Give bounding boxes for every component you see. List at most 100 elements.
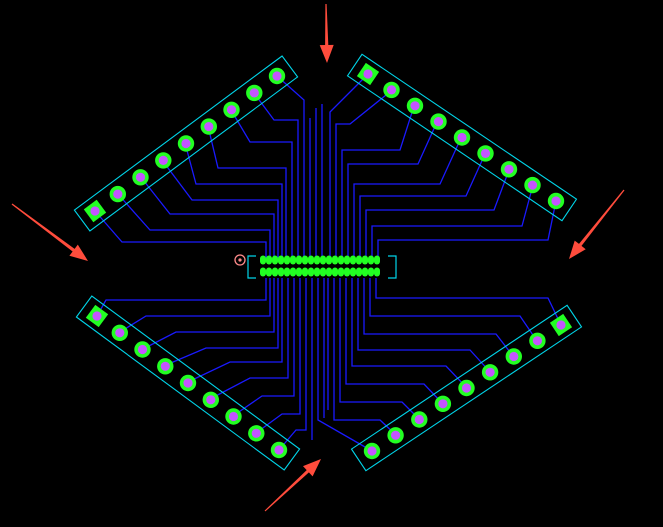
trace xyxy=(351,278,468,389)
center-pad xyxy=(296,255,302,265)
drill-hole xyxy=(363,69,373,79)
trace xyxy=(375,278,562,326)
center-pad xyxy=(314,255,320,265)
via-marker xyxy=(234,254,246,266)
drill-hole xyxy=(367,446,377,456)
trace xyxy=(359,153,486,258)
arrow-layer xyxy=(11,4,625,512)
center-pad xyxy=(344,267,350,277)
arrow-top-icon xyxy=(319,4,334,63)
center-pad xyxy=(260,255,266,265)
drill-hole xyxy=(509,351,519,362)
center-pad xyxy=(326,267,332,277)
center-pad xyxy=(308,267,314,277)
drill-hole xyxy=(274,445,284,455)
center-connector xyxy=(247,255,397,279)
trace xyxy=(187,278,283,383)
center-pad xyxy=(302,255,308,265)
trace xyxy=(253,92,299,258)
center-pad xyxy=(326,255,332,265)
center-pad xyxy=(356,255,362,265)
drill-hole xyxy=(158,155,168,165)
trace xyxy=(139,175,275,258)
trace xyxy=(209,278,289,400)
center-pad xyxy=(278,267,284,277)
center-pad xyxy=(314,267,320,277)
drill-hole xyxy=(92,311,102,321)
center-pad xyxy=(350,255,356,265)
pin-header-top-right xyxy=(346,53,578,222)
center-pad xyxy=(266,255,272,265)
trace xyxy=(232,278,295,417)
center-pad xyxy=(332,267,338,277)
trace xyxy=(207,125,287,258)
arrow-left-icon xyxy=(11,203,89,261)
center-connector-outline-left xyxy=(247,255,256,279)
center-pad xyxy=(374,255,380,265)
trace xyxy=(317,278,373,452)
drill-hole xyxy=(137,344,148,355)
center-pad xyxy=(338,267,344,277)
header-outline xyxy=(350,304,583,472)
trace xyxy=(333,278,397,436)
trace xyxy=(119,278,271,333)
trace xyxy=(116,192,271,258)
header-outline xyxy=(75,295,301,471)
center-pad xyxy=(284,255,290,265)
drill-hole xyxy=(272,71,282,81)
center-pad xyxy=(332,255,338,265)
trace xyxy=(230,109,293,258)
drill-hole xyxy=(480,148,491,158)
center-pad xyxy=(278,255,284,265)
drill-hole xyxy=(410,101,420,111)
trace xyxy=(363,278,514,357)
pin-header-bottom-left xyxy=(75,295,301,471)
header-outline xyxy=(73,55,299,232)
center-connector-outline-right xyxy=(388,255,397,279)
drill-hole xyxy=(160,361,170,371)
drill-hole xyxy=(115,328,125,338)
center-pad xyxy=(284,267,290,277)
header-layer xyxy=(73,53,583,472)
center-pad xyxy=(260,267,266,277)
center-pad xyxy=(308,255,314,265)
center-pad xyxy=(266,267,272,277)
drill-hole xyxy=(90,206,100,216)
drill-hole xyxy=(461,383,472,393)
drill-hole xyxy=(414,414,424,425)
drill-hole xyxy=(249,88,259,98)
pin-header-top-left xyxy=(73,55,299,232)
center-pad-group xyxy=(260,255,380,277)
trace xyxy=(255,278,301,434)
drill-hole xyxy=(183,378,193,388)
center-pad xyxy=(320,267,326,277)
drill-hole xyxy=(504,164,514,174)
center-pad xyxy=(296,267,302,277)
center-pad xyxy=(290,267,296,277)
center-pad xyxy=(350,267,356,277)
trace xyxy=(341,105,415,258)
trace xyxy=(377,200,557,258)
center-pad xyxy=(290,255,296,265)
center-pad xyxy=(368,267,374,277)
drill-hole xyxy=(226,105,237,115)
drill-hole xyxy=(391,430,401,440)
drill-hole xyxy=(206,395,216,405)
drill-hole xyxy=(433,117,444,127)
trace xyxy=(161,159,279,258)
trace xyxy=(96,278,267,317)
drill-hole xyxy=(386,85,397,95)
center-pad xyxy=(368,255,374,265)
pin-header-bottom-right xyxy=(350,304,583,472)
center-pad xyxy=(356,267,362,277)
trace xyxy=(347,121,438,258)
arrow-bottom-icon xyxy=(264,459,321,512)
center-pad xyxy=(272,255,278,265)
center-pad xyxy=(302,267,308,277)
drill-hole xyxy=(251,428,261,438)
trace xyxy=(335,90,392,258)
trace xyxy=(94,210,267,258)
trace xyxy=(165,278,279,366)
